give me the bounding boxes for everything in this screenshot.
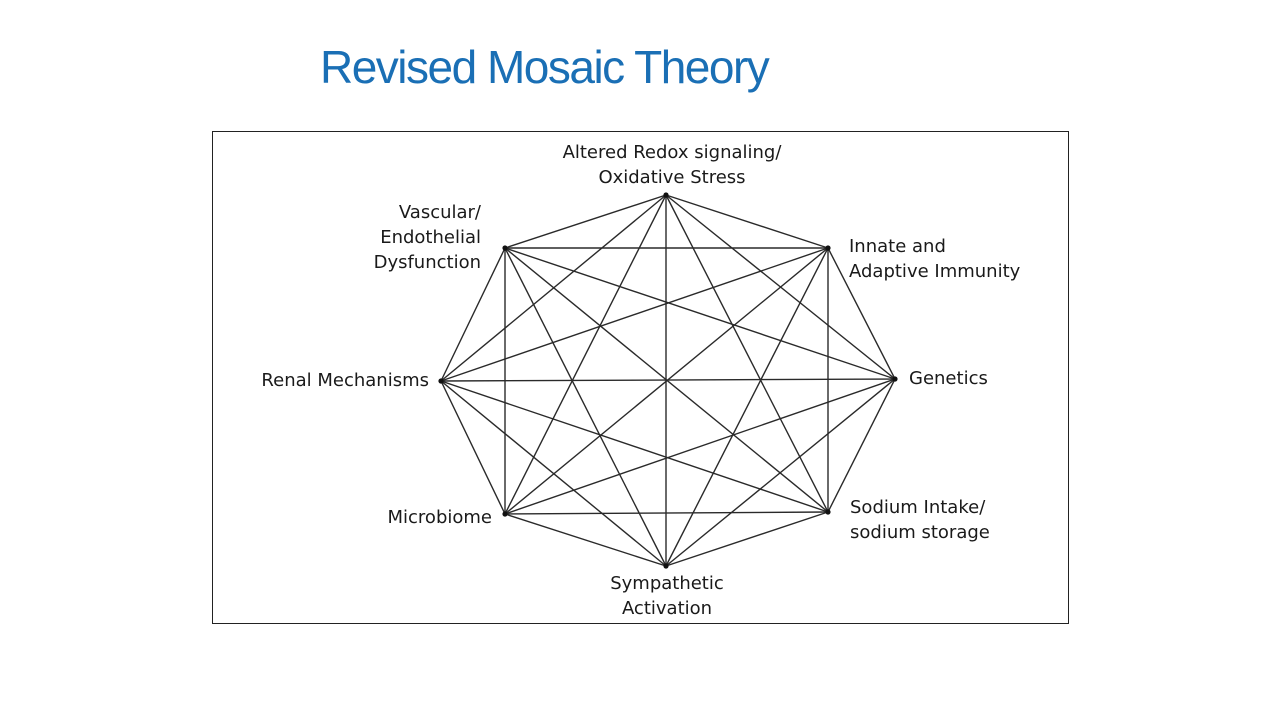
node-label-redox: Altered Redox signaling/Oxidative Stress xyxy=(563,142,783,188)
edge-sodium-microbiome xyxy=(504,511,829,515)
edge-genetics-vascular xyxy=(504,247,896,380)
diagram-nodes xyxy=(438,192,898,569)
diagram-edges xyxy=(440,194,896,567)
node-dot-vascular xyxy=(502,245,508,251)
edge-sodium-renal xyxy=(440,380,829,513)
node-label-microbiome: Microbiome xyxy=(388,507,493,528)
edge-genetics-sodium xyxy=(827,378,896,513)
edge-genetics-renal xyxy=(440,378,896,382)
node-label-line: Activation xyxy=(622,598,712,619)
diagram-frame xyxy=(212,131,1069,624)
node-label-line: Endothelial xyxy=(380,227,481,248)
edge-genetics-microbiome xyxy=(504,378,896,515)
edge-redox-vascular xyxy=(504,194,667,249)
node-label-line: Genetics xyxy=(909,368,988,389)
node-dot-microbiome xyxy=(502,511,508,517)
node-label-line: Adaptive Immunity xyxy=(849,261,1021,282)
edge-immunity-genetics xyxy=(827,247,896,380)
node-label-line: Sympathetic xyxy=(610,573,724,594)
edge-sodium-sympathetic xyxy=(665,511,829,567)
node-dot-sympathetic xyxy=(663,563,669,569)
edge-redox-immunity xyxy=(665,194,829,249)
node-dot-renal xyxy=(438,378,444,384)
node-label-line: Altered Redox signaling/ xyxy=(563,142,783,163)
node-label-line: Oxidative Stress xyxy=(598,167,745,188)
edge-sympathetic-renal xyxy=(440,380,667,567)
diagram-labels: Altered Redox signaling/Oxidative Stress… xyxy=(261,142,1020,619)
node-label-line: Renal Mechanisms xyxy=(261,370,429,391)
edge-sympathetic-vascular xyxy=(504,247,667,567)
node-label-line: Vascular/ xyxy=(399,202,482,223)
edge-sodium-vascular xyxy=(504,247,829,513)
edge-redox-sodium xyxy=(665,194,829,513)
node-dot-immunity xyxy=(825,245,831,251)
node-label-renal: Renal Mechanisms xyxy=(261,370,429,391)
node-label-line: Sodium Intake/ xyxy=(850,497,986,518)
node-dot-redox xyxy=(663,192,669,198)
node-label-sodium: Sodium Intake/sodium storage xyxy=(850,497,990,543)
node-label-line: sodium storage xyxy=(850,522,990,543)
edge-microbiome-renal xyxy=(440,380,506,515)
node-dot-genetics xyxy=(892,376,898,382)
slide-title: Revised Mosaic Theory xyxy=(320,41,770,93)
edge-sympathetic-microbiome xyxy=(504,513,667,567)
node-dot-sodium xyxy=(825,509,831,515)
edge-renal-vascular xyxy=(440,247,506,382)
node-label-line: Microbiome xyxy=(388,507,493,528)
node-label-line: Innate and xyxy=(849,236,946,257)
node-label-genetics: Genetics xyxy=(909,368,988,389)
edge-immunity-microbiome xyxy=(504,247,829,515)
node-label-line: Dysfunction xyxy=(374,252,481,273)
